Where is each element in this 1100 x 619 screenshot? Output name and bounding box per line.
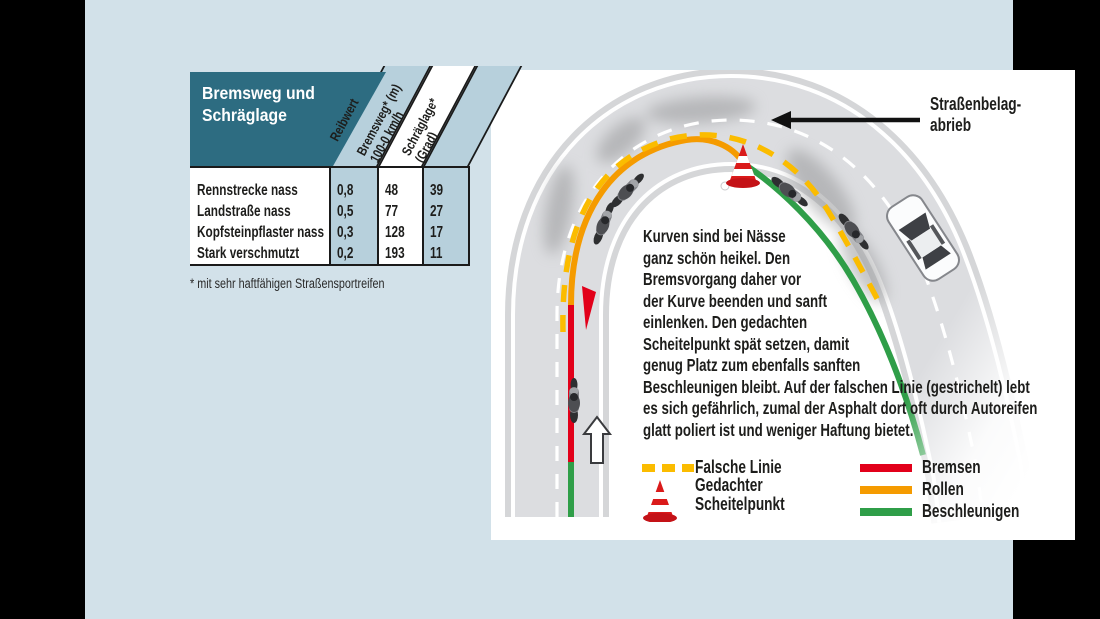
table-title: Bremsweg und Schräglage [202,83,315,125]
column-shade-reibwert [329,168,377,264]
legend-beschleunigen-label: Beschleunigen [922,501,1020,521]
table-row: Stark verschmutzt 0,2 193 11 [197,245,443,262]
legend-rollen-label: Rollen [922,479,964,499]
direction-up-arrow [581,415,613,464]
page-background: Straßenbelag- abrieb Kurven sind bei Näs… [85,0,1075,619]
road-fade-overlay [491,70,1075,540]
table-column-rule [329,168,331,266]
table-column-rule [377,168,379,266]
car-icon [886,194,960,282]
legend-bremsen-label: Bremsen [922,457,981,477]
table-footnote: * mit sehr haftfähigen Straßensportreife… [190,276,385,291]
legend-falsche-linie-label: Falsche Linie [695,457,782,477]
legend-beschleunigen-swatch [860,508,912,516]
table-column-rule [468,168,470,266]
curve-advice-paragraph: Kurven sind bei Nässe ganz schön heikel.… [643,226,1038,440]
legend-scheitelpunkt-label: Gedachter Scheitelpunkt [695,475,785,514]
table-column-rule [422,168,424,266]
table-row: Rennstrecke nass 0,8 48 39 [197,182,444,199]
curve-diagram-panel: Straßenbelag- abrieb Kurven sind bei Näs… [491,67,1075,540]
legend-rollen-swatch [860,486,912,494]
column-shade-schraeglage [422,168,468,264]
table-row: Landstraße nass 0,5 77 27 [197,203,444,220]
callout-strassenbelag-label: Straßenbelag- abrieb [930,94,1022,135]
table-top-rule [190,166,470,168]
table-row: Kopfsteinpflaster nass 0,3 128 17 [197,224,444,241]
legend-falsche-linie-swatch [642,464,694,472]
cone-icon [643,480,677,522]
legend-bremsen-swatch [860,464,912,472]
callout-arrow [771,111,920,129]
road-illustration [491,67,1075,540]
